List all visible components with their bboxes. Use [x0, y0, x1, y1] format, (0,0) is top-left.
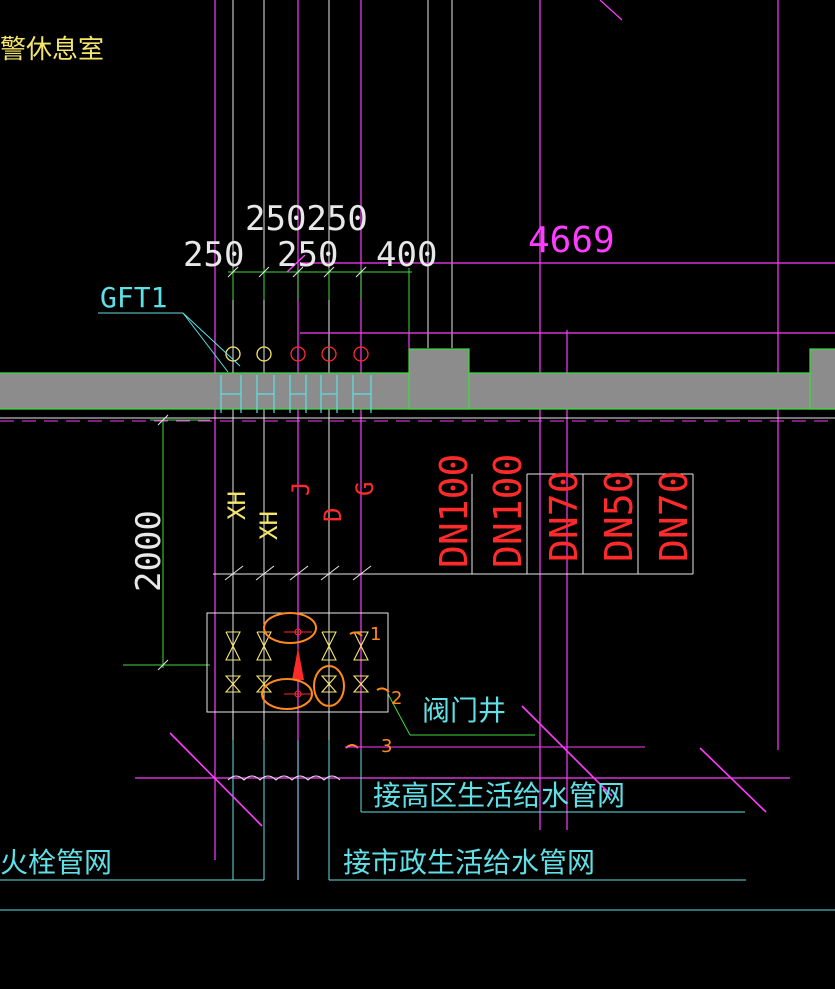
riser-circle[interactable] — [225, 346, 241, 362]
fire-net-label: 火栓管网 — [0, 846, 112, 879]
dn-label-4: DN50 — [597, 470, 641, 562]
room-label: 警休息室 — [0, 35, 104, 65]
pipe-label-g: G — [351, 482, 379, 496]
gft-leader — [98, 312, 241, 373]
dim-top-label: 250250 — [245, 199, 368, 239]
dim-250a-label: 250 — [183, 235, 244, 275]
pipe-label-xh1: XH — [223, 491, 251, 520]
gft-label: GFT1 — [100, 281, 167, 314]
horizontal-lines — [0, 262, 835, 779]
pump-marker-icon — [292, 648, 304, 680]
text-labels: 警休息室 250250 250 250 400 4669 GFT1 2000 X… — [0, 35, 696, 879]
high-zone-label: 接高区生活给水管网 — [373, 779, 625, 812]
riser-circle[interactable] — [290, 346, 306, 362]
valve-well-label: 阀门井 — [422, 694, 506, 727]
break-lines — [169, 705, 767, 827]
dn-label-3: DN70 — [542, 470, 586, 562]
pipe-riser-circles — [225, 346, 369, 362]
dn-label-1: DN100 — [432, 454, 476, 568]
lower-piping — [0, 740, 835, 911]
dimension-lines — [123, 268, 535, 736]
dim-4669-label: 4669 — [528, 220, 615, 261]
pipe-label-xh2: XH — [255, 511, 283, 540]
dim-250b-label: 250 — [277, 235, 338, 275]
pipe-label-d: D — [319, 508, 347, 522]
wall-band — [0, 333, 835, 413]
riser-circle[interactable] — [321, 346, 337, 362]
dn-label-2: DN100 — [486, 454, 530, 568]
dn-label-5: DN70 — [652, 470, 696, 562]
dimension-ticks — [157, 266, 367, 671]
riser-circle[interactable] — [353, 346, 369, 362]
dim-400-label: 400 — [376, 235, 437, 275]
dim-2000-label: 2000 — [129, 510, 169, 592]
annotation-mark-3: 3 — [381, 736, 392, 757]
annotation-mark-2: 2 — [391, 688, 402, 709]
municipal-label: 接市政生活给水管网 — [343, 846, 595, 879]
vertical-grid-lines — [214, 0, 779, 880]
pipe-label-j: J — [287, 482, 315, 496]
annotation-mark-1: 1 — [370, 624, 381, 645]
dn-table-grid — [213, 473, 694, 581]
riser-circle[interactable] — [256, 346, 272, 362]
hand-annotations — [261, 612, 390, 749]
